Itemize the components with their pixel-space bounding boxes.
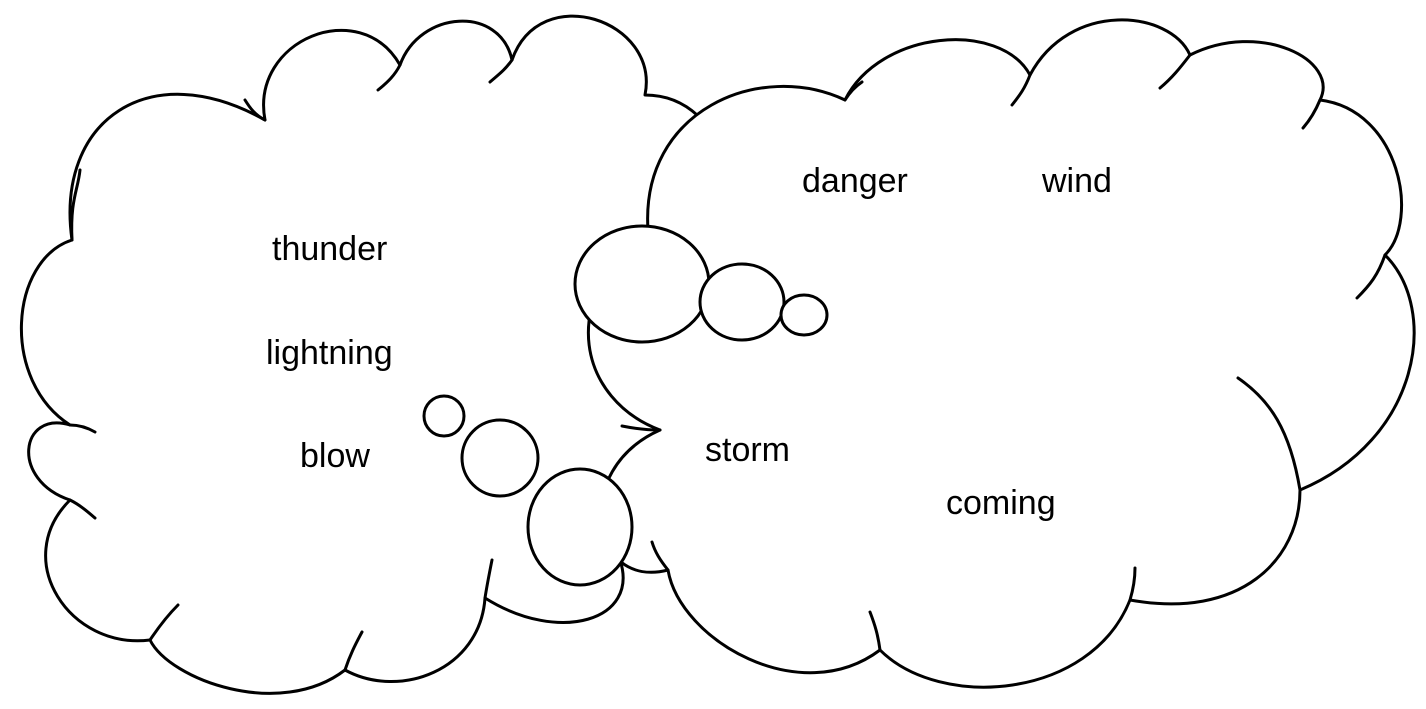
right-bubble-small: [779, 293, 829, 337]
word-thunder: thunder: [272, 230, 387, 268]
right-cloud: [586, 18, 1416, 689]
left-cloud-crease: [343, 630, 364, 672]
left-bubble-medium: [460, 418, 540, 498]
word-storm: storm: [705, 431, 790, 469]
word-wind: wind: [1041, 162, 1112, 200]
left-thought-bubbles: [422, 394, 634, 587]
left-cloud-crease: [148, 603, 180, 642]
right-cloud-crease: [1236, 376, 1302, 492]
word-lightning: lightning: [266, 334, 393, 372]
right-cloud-crease: [1301, 98, 1322, 130]
right-cloud-crease: [1010, 73, 1032, 107]
right-cloud-crease: [843, 80, 864, 102]
right-thought-bubbles: [573, 224, 829, 344]
left-cloud-crease: [488, 58, 514, 84]
word-danger: danger: [802, 162, 908, 200]
right-cloud-crease: [620, 424, 662, 432]
left-cloud-crease: [68, 498, 97, 520]
left-cloud-crease: [483, 558, 494, 600]
left-cloud-crease: [243, 98, 267, 122]
right-cloud-crease: [1355, 253, 1387, 300]
right-cloud-crease: [1158, 53, 1192, 90]
right-bubble-large: [573, 224, 711, 344]
right-bubble-medium: [698, 262, 786, 342]
word-blow: blow: [300, 437, 370, 475]
left-cloud-crease: [70, 168, 82, 242]
left-cloud-crease: [68, 423, 97, 434]
right-cloud-crease: [650, 540, 670, 572]
right-cloud-outline: [586, 18, 1416, 689]
word-coming: coming: [946, 484, 1056, 522]
right-cloud-crease: [868, 610, 882, 652]
right-cloud-crease: [1128, 566, 1137, 602]
left-bubble-small: [422, 394, 466, 438]
left-cloud-crease: [376, 63, 402, 92]
left-bubble-large: [526, 467, 634, 587]
